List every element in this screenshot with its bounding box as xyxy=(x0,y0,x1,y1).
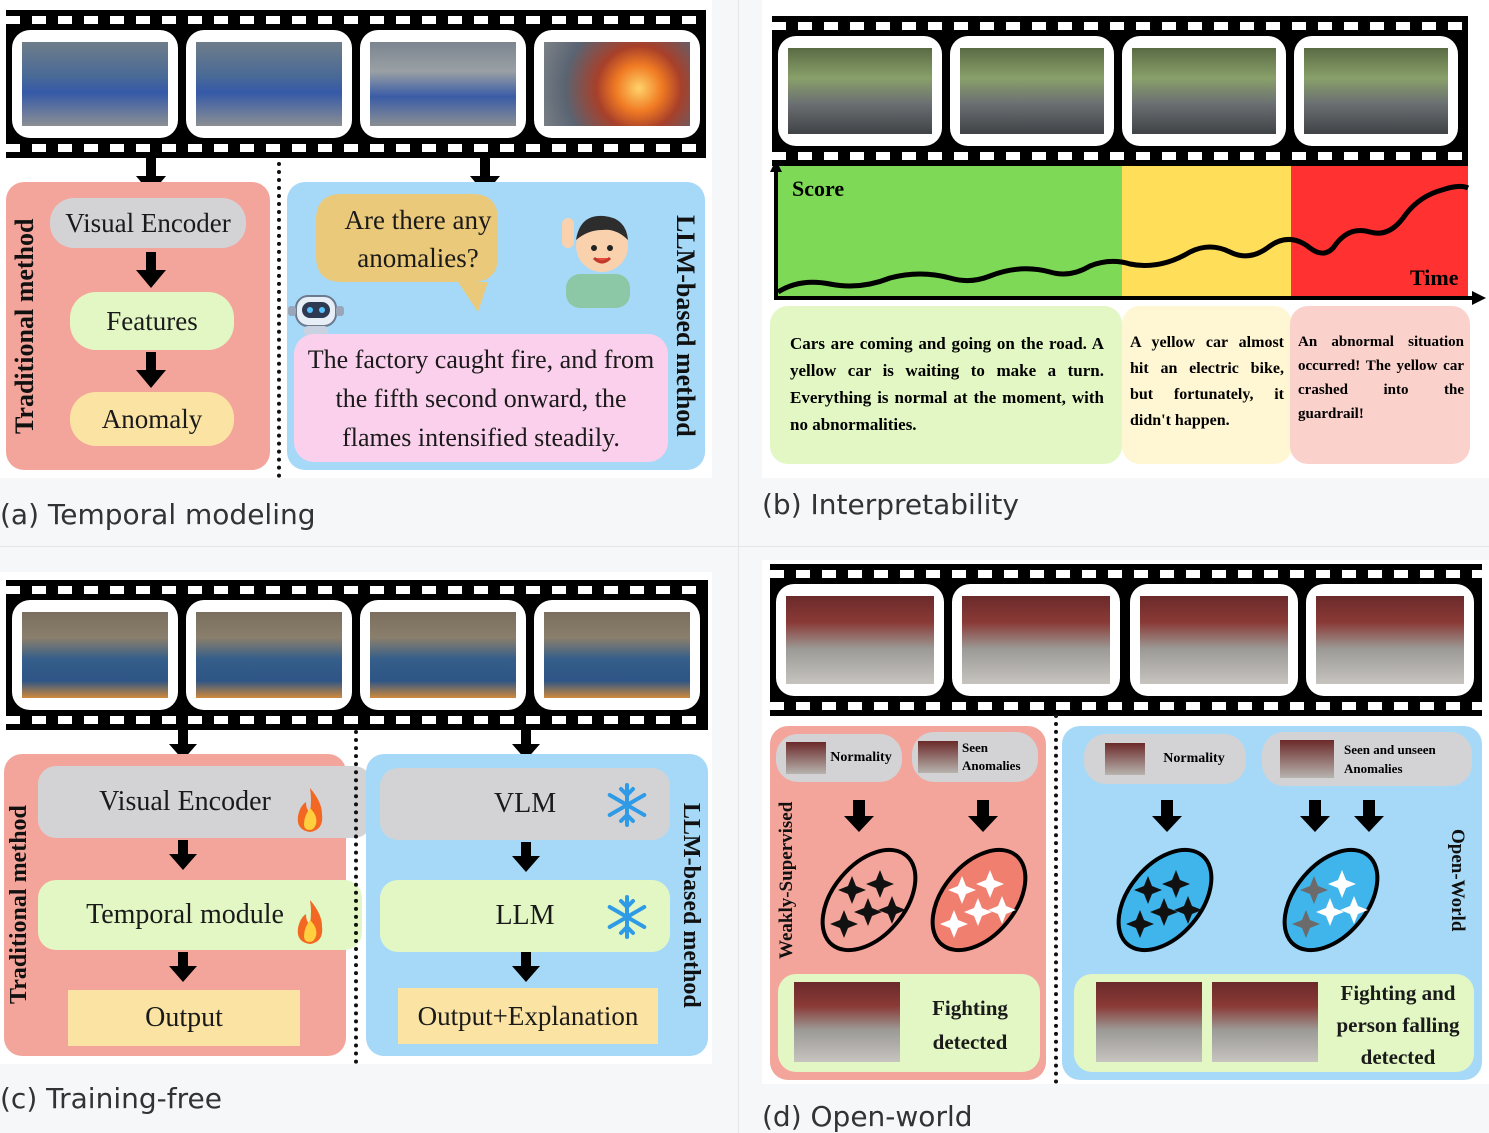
grid-divider-vertical xyxy=(738,0,739,1133)
panel-a-separator xyxy=(277,162,281,478)
frame-traffic-3 xyxy=(1122,36,1286,146)
question-text: Are there any anomalies? xyxy=(344,205,492,273)
visual-encoder-node: Visual Encoder xyxy=(50,198,246,248)
open-world-label: Open-World xyxy=(1447,828,1468,932)
fire-icon xyxy=(297,900,323,944)
frame-factory-4 xyxy=(534,30,700,138)
panel-c-separator xyxy=(354,730,358,1064)
anomaly-cluster-ellipse xyxy=(1282,847,1380,953)
arrow-down-icon xyxy=(169,730,197,760)
normal-cluster-ellipse xyxy=(820,847,918,953)
normality-pill-left: Normality xyxy=(776,734,902,782)
features-node: Features xyxy=(70,292,234,350)
traditional-method-label: Traditional method xyxy=(10,218,39,434)
arrow-down-icon xyxy=(512,730,540,760)
output-node: Output xyxy=(68,990,300,1046)
output-explanation-node: Output+Explanation xyxy=(398,988,658,1044)
anomaly-cluster-ellipse xyxy=(930,847,1028,953)
description-warning: A yellow car almost hit an electric bike… xyxy=(1122,306,1292,464)
caption-a: (a) Temporal modeling xyxy=(0,498,316,531)
frame-river-3 xyxy=(360,600,526,710)
frame-factory-1 xyxy=(12,30,178,138)
seen-anomalies-label: Seen Anomalies xyxy=(962,740,1021,773)
thumbnail-normal xyxy=(1105,743,1146,775)
arrow-down-icon xyxy=(1152,800,1182,832)
speech-bubble xyxy=(316,194,498,312)
frame-river-2 xyxy=(186,600,352,710)
caption-c: (c) Training-free xyxy=(0,1082,222,1115)
film-strip-fighting xyxy=(770,564,1482,716)
arrow-down-icon xyxy=(1300,800,1330,832)
fire-icon xyxy=(297,788,323,832)
film-strip-traffic xyxy=(772,16,1468,166)
frame-river-1 xyxy=(12,600,178,710)
snowflake-icon xyxy=(607,783,647,827)
snowflake-icon xyxy=(607,895,647,939)
vlm-node: VLM xyxy=(380,768,670,840)
robot-icon xyxy=(288,295,344,336)
frame-factory-3 xyxy=(360,30,526,138)
frame-fight-2 xyxy=(952,584,1120,696)
fighting-detected-text: Fighting detected xyxy=(932,996,1008,1054)
weakly-supervised-label: Weakly-Supervised xyxy=(776,801,797,959)
score-zone-warning xyxy=(1122,166,1291,298)
arrow-down-icon xyxy=(968,800,998,832)
llm-method-label: LLM-based method xyxy=(671,215,700,437)
thumbnail-normal xyxy=(786,742,827,774)
score-label: Score xyxy=(792,176,845,201)
frame-fight-3 xyxy=(1130,584,1298,696)
seen-unseen-pill: Seen and unseen Anomalies xyxy=(1262,732,1472,786)
frame-fight-1 xyxy=(776,584,944,696)
arrow-down-icon xyxy=(512,842,540,872)
film-strip-factory xyxy=(6,10,706,158)
panel-d-separator xyxy=(1054,714,1058,1084)
frame-river-4 xyxy=(534,600,700,710)
caption-b: (b) Interpretability xyxy=(762,488,1019,521)
description-normal: Cars are coming and going on the road. A… xyxy=(770,306,1122,464)
score-curve xyxy=(770,160,1486,305)
seen-anomalies-pill: Seen Anomalies xyxy=(912,732,1038,782)
llm-method-label: LLM-based method xyxy=(678,802,704,1008)
time-label: Time xyxy=(1410,265,1459,290)
grid-divider-horizontal xyxy=(0,546,1489,547)
frame-fight-4 xyxy=(1306,584,1474,696)
traditional-method-label: Traditional method xyxy=(6,805,32,1005)
thumbnail-fighting xyxy=(794,982,900,1062)
seen-unseen-label: Seen and unseen Anomalies xyxy=(1344,742,1436,776)
description-abnormal: An abnormal situation occurred! The yell… xyxy=(1290,306,1470,464)
normality-label: Normality xyxy=(830,750,892,765)
arrow-down-icon xyxy=(844,800,874,832)
arrow-down-icon xyxy=(169,952,197,982)
arrow-down-icon xyxy=(169,840,197,870)
fighting-falling-detected-text: Fighting and person falling detected xyxy=(1336,981,1460,1069)
frame-traffic-1 xyxy=(778,36,942,146)
normality-pill-right: Normality xyxy=(1084,734,1246,784)
frame-factory-2 xyxy=(186,30,352,138)
frame-traffic-2 xyxy=(950,36,1114,146)
normality-label: Normality xyxy=(1163,751,1225,766)
normal-cluster-ellipse xyxy=(1116,847,1214,953)
frame-traffic-4 xyxy=(1294,36,1458,146)
boy-icon xyxy=(562,215,630,308)
answer-text: The factory caught fire, and from the fi… xyxy=(294,334,668,462)
anomaly-node: Anomaly xyxy=(70,392,234,446)
thumbnail-anomaly xyxy=(918,741,958,773)
thumbnail-anomaly xyxy=(1280,740,1334,778)
film-strip-river xyxy=(6,580,708,730)
arrow-down-icon xyxy=(1354,800,1384,832)
arrow-down-icon xyxy=(512,952,540,982)
arrow-down-icon xyxy=(136,252,166,288)
thumbnail-fighting xyxy=(1096,982,1202,1062)
arrow-down-icon xyxy=(136,352,166,388)
thumbnail-falling xyxy=(1212,982,1318,1062)
caption-d: (d) Open-world xyxy=(762,1100,973,1133)
